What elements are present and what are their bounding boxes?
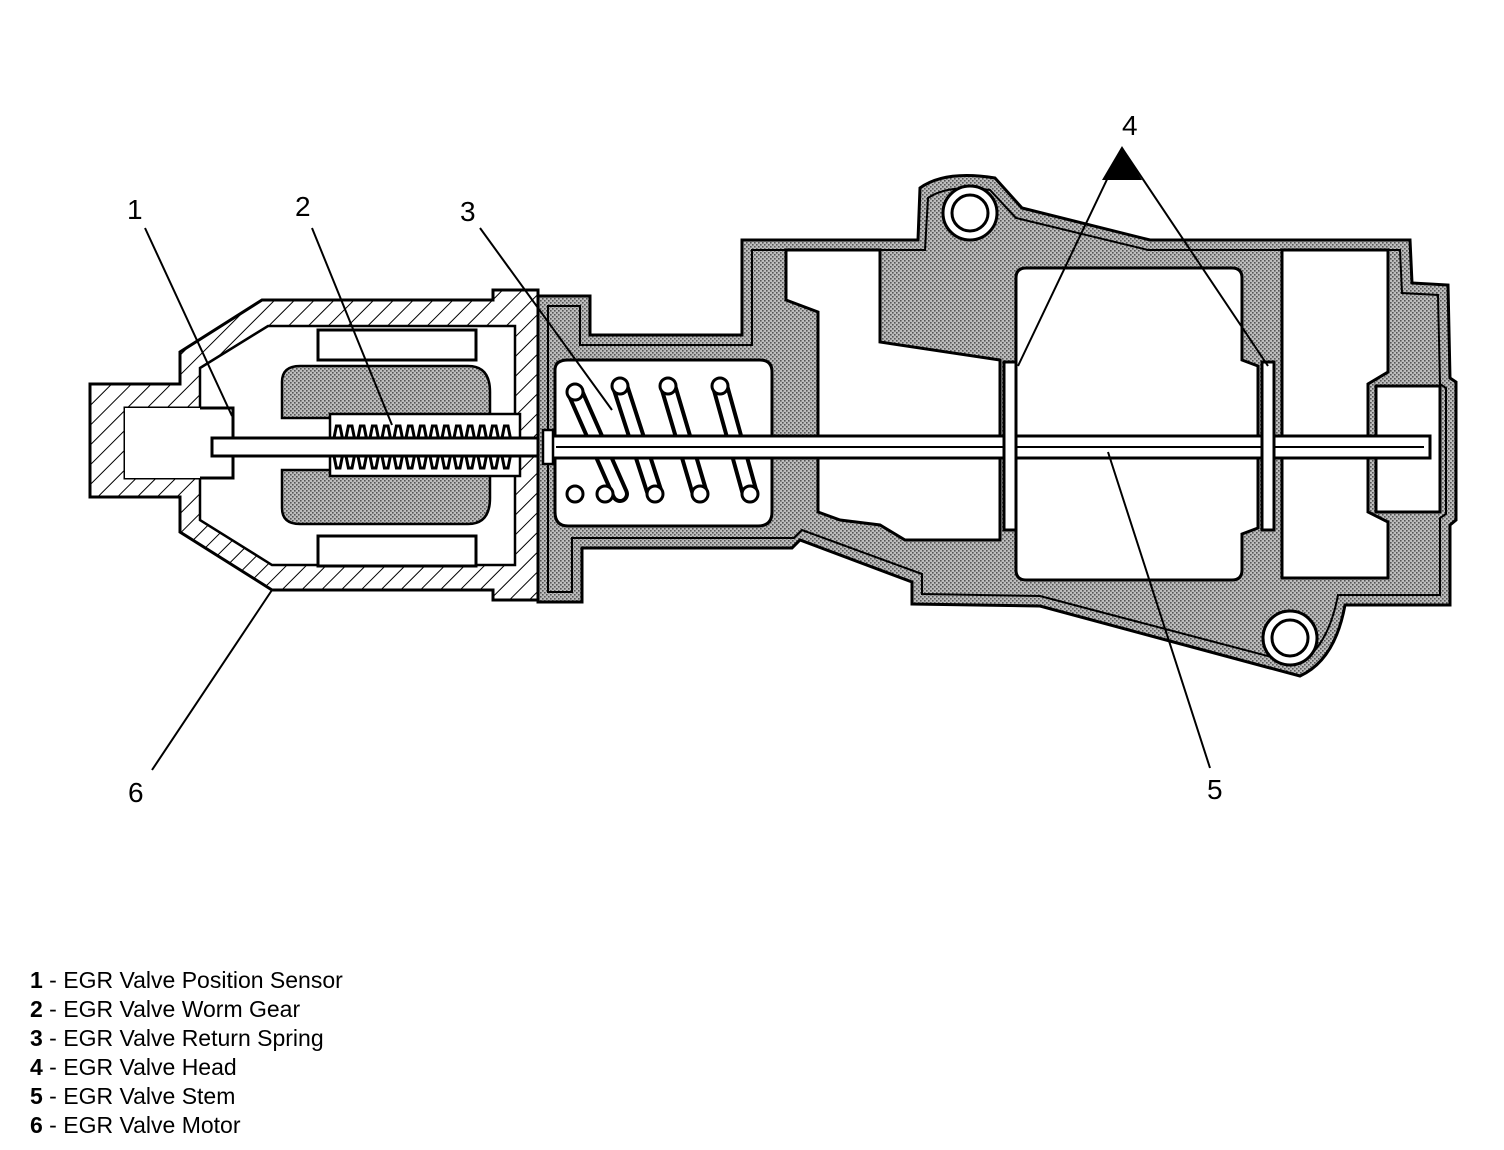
callout-1: 1: [127, 194, 143, 225]
spring-coil-end: [740, 484, 760, 504]
leader-arrow-4: [1102, 146, 1142, 180]
leader-line-2: [311, 227, 393, 426]
leader-line-1: [144, 227, 233, 417]
legend-item: 4 - EGR Valve Head: [30, 1053, 343, 1082]
leader-line-3: [479, 227, 613, 411]
motor-housing: [88, 288, 544, 602]
legend-number: 5: [30, 1083, 43, 1109]
legend-separator: -: [42, 996, 64, 1022]
legend-item: 2 - EGR Valve Worm Gear: [30, 995, 343, 1024]
valve-body-inner-outline: [547, 187, 1447, 666]
legend-text: EGR Valve Motor: [63, 1112, 241, 1138]
stem-coupler: [541, 428, 555, 466]
magnet-lower: [316, 534, 478, 568]
leader-line-4a: [1017, 147, 1123, 367]
worm-gear-teeth-upper: [332, 424, 514, 440]
chamber-center-upper: [1014, 266, 1260, 438]
legend: 1 - EGR Valve Position Sensor 2 - EGR Va…: [30, 966, 343, 1140]
legend-item: 1 - EGR Valve Position Sensor: [30, 966, 343, 995]
callout-2: 2: [295, 191, 311, 222]
spring-coil-end: [565, 484, 585, 504]
legend-number: 1: [30, 967, 43, 993]
armature-lower: [280, 468, 492, 526]
legend-separator: -: [42, 967, 64, 993]
passage-left-lower: [816, 456, 1002, 542]
sensor-shaft: [210, 436, 544, 458]
spring-coil-end: [565, 382, 585, 402]
leader-line-5: [1107, 451, 1211, 769]
chamber-center-lower: [1014, 456, 1260, 582]
legend-number: 4: [30, 1054, 43, 1080]
mounting-hole-lower-inner: [1270, 618, 1310, 658]
leader-line-6: [151, 589, 273, 771]
callout-5: 5: [1207, 774, 1223, 805]
spring-coil-end: [658, 376, 678, 396]
spring-coil-end: [690, 484, 710, 504]
callout-6: 6: [128, 777, 144, 808]
spring-coil-end: [710, 376, 730, 396]
legend-text: EGR Valve Return Spring: [63, 1025, 324, 1051]
spring-coil-end: [610, 376, 630, 396]
legend-separator: -: [42, 1112, 64, 1138]
legend-text: EGR Valve Head: [63, 1054, 237, 1080]
legend-text: EGR Valve Worm Gear: [63, 996, 301, 1022]
legend-text: EGR Valve Position Sensor: [63, 967, 343, 993]
legend-item: 5 - EGR Valve Stem: [30, 1082, 343, 1111]
spring-coil-end: [645, 484, 665, 504]
sensor-cap-cavity: [125, 408, 200, 478]
leader-line-4b: [1121, 147, 1269, 367]
legend-separator: -: [42, 1054, 64, 1080]
armature-upper: [280, 364, 492, 420]
legend-item: 3 - EGR Valve Return Spring: [30, 1024, 343, 1053]
magnet-upper: [316, 328, 478, 362]
valve-head-left: [1002, 360, 1018, 532]
legend-number: 3: [30, 1025, 43, 1051]
valve-body: [536, 174, 1458, 678]
legend-number: 6: [30, 1112, 43, 1138]
valve-head-right: [1260, 360, 1276, 532]
legend-separator: -: [42, 1083, 64, 1109]
spring-coil-end: [595, 484, 615, 504]
legend-separator: -: [42, 1025, 64, 1051]
callout-3: 3: [460, 196, 476, 227]
worm-gear-teeth-lower: [332, 454, 514, 470]
leader-lines: [144, 146, 1269, 771]
mounting-hole-upper-inner: [950, 193, 990, 233]
legend-number: 2: [30, 996, 43, 1022]
legend-item: 6 - EGR Valve Motor: [30, 1111, 343, 1140]
valve-stem-assembly: [541, 360, 1432, 532]
legend-text: EGR Valve Stem: [63, 1083, 236, 1109]
callout-4: 4: [1122, 110, 1138, 141]
